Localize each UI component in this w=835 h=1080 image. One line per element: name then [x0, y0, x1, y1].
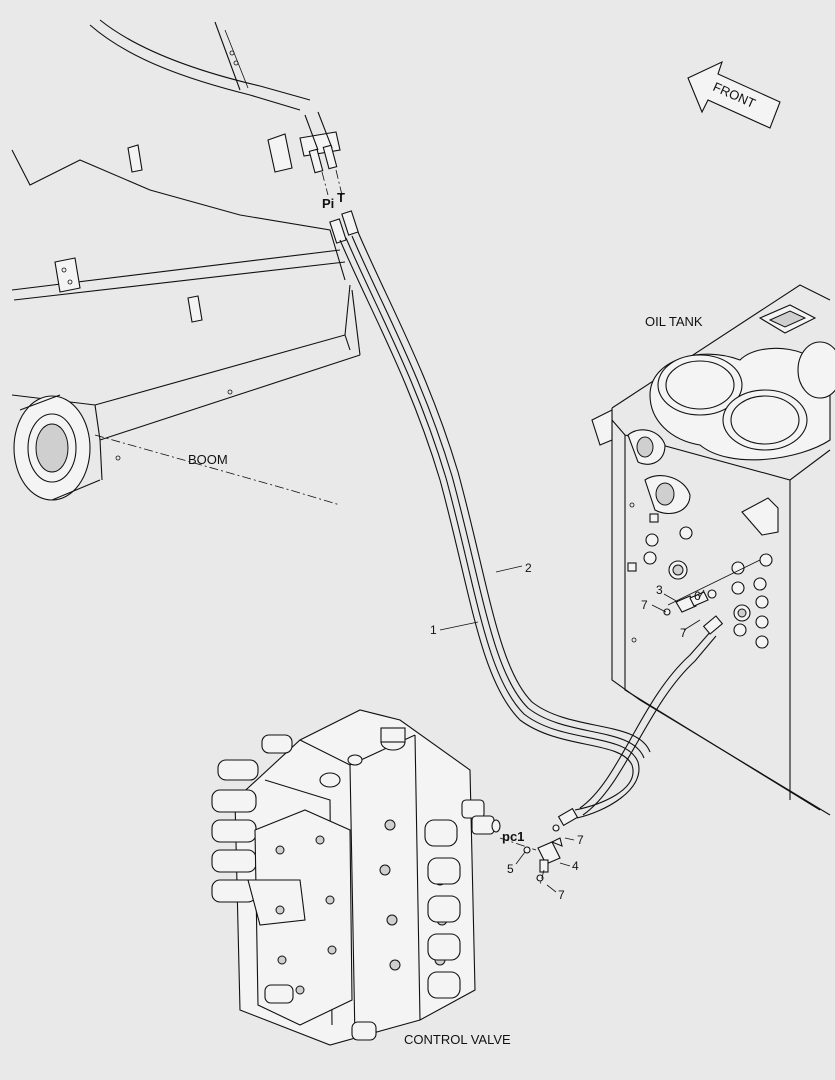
boom-label: BOOM — [188, 452, 228, 467]
hose-assembly — [329, 210, 724, 827]
callout-6: 6 — [694, 589, 701, 603]
callout-7-tee-top: 7 — [577, 833, 584, 847]
port-pc1-label: pc1 — [502, 829, 524, 844]
callout-2: 2 — [525, 561, 532, 575]
oil-tank-label: OIL TANK — [645, 314, 703, 329]
control-valve — [211, 709, 501, 1046]
front-direction-arrow: FRONT — [687, 60, 781, 129]
callout-1: 1 — [430, 623, 437, 637]
port-t-label: T — [337, 190, 345, 205]
boom-assembly — [11, 19, 361, 506]
leader-lines — [439, 565, 705, 893]
callout-7-tee-bottom: 7 — [558, 888, 565, 902]
oil-tank — [591, 284, 835, 816]
callout-7-tank-hose: 7 — [680, 626, 687, 640]
callout-4: 4 — [572, 859, 579, 873]
tee-fitting — [499, 824, 563, 886]
callout-5: 5 — [507, 862, 514, 876]
port-pi-label: Pi — [322, 196, 334, 211]
callout-3: 3 — [656, 583, 663, 597]
callout-7-tank-left: 7 — [641, 598, 648, 612]
control-valve-label: CONTROL VALVE — [404, 1032, 511, 1047]
